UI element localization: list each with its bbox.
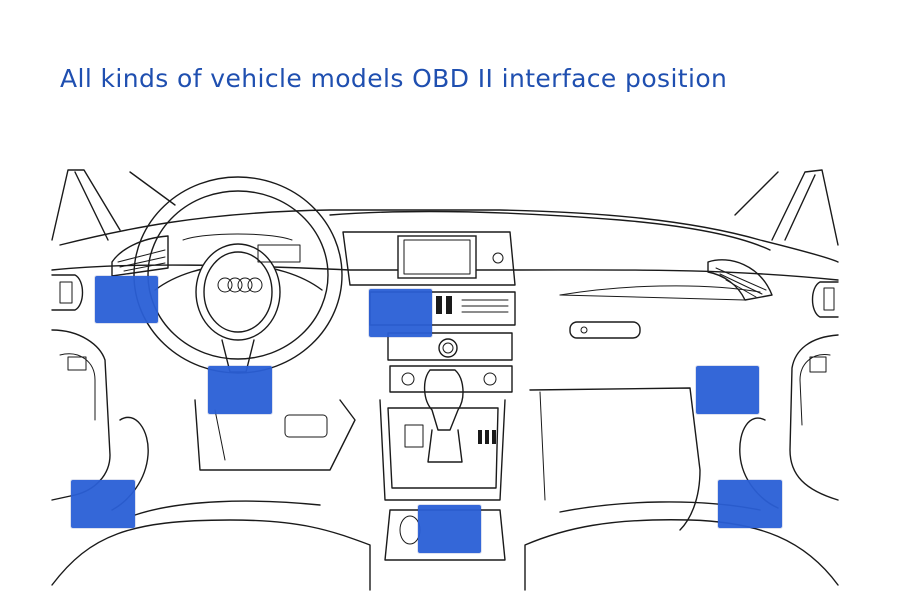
- obd-marker-right-footwell: [718, 480, 782, 528]
- obd-marker-left-dash-side: [95, 276, 158, 323]
- passenger-footwell: [529, 387, 701, 531]
- center-console: [342, 231, 516, 561]
- obd-marker-under-steering-column: [208, 366, 272, 414]
- windshield-frame: [51, 169, 839, 246]
- right-air-vent: [707, 259, 773, 301]
- glovebox-handle: [569, 321, 641, 339]
- left-air-vent: [111, 235, 169, 277]
- left-seat: [51, 500, 371, 591]
- right-seat: [524, 501, 839, 591]
- obd-marker-left-footwell: [71, 480, 135, 528]
- obd-marker-right-dash-under-glovebox: [696, 366, 759, 414]
- steering-wheel: [133, 176, 343, 374]
- obd-marker-center-console-upper: [369, 289, 432, 337]
- diagram-title: All kinds of vehicle models OBD II inter…: [60, 64, 728, 93]
- right-door: [739, 281, 839, 509]
- driver-footwell: [194, 399, 356, 471]
- obd-marker-center-console-lower: [418, 505, 481, 553]
